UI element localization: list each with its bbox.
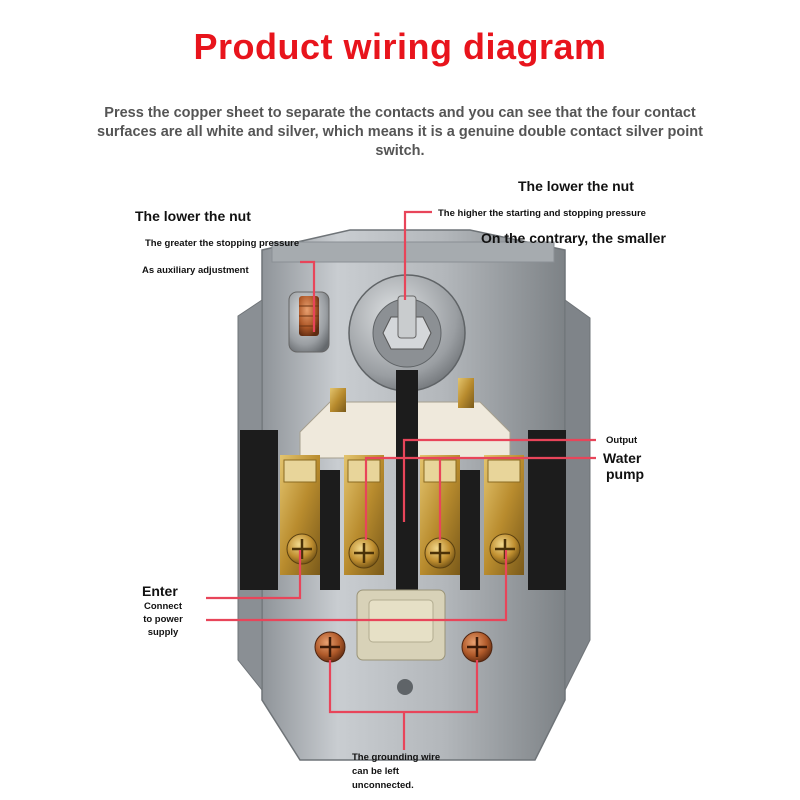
- power-label-line3: supply: [147, 627, 179, 638]
- terminal-screw-1: [286, 533, 318, 565]
- ground-label-line2: can be left: [352, 766, 399, 777]
- right-nut-effect: The higher the starting and stopping pre…: [438, 208, 646, 219]
- terminal-screw-3: [424, 537, 456, 569]
- right-nut-title: The lower the nut: [518, 178, 634, 194]
- left-nut-role: As auxiliary adjustment: [142, 265, 249, 276]
- diagram-description: Press the copper sheet to separate the c…: [97, 105, 703, 159]
- left-nut-effect: The greater the stopping pressure: [145, 238, 300, 249]
- output-label: Output: [606, 435, 638, 446]
- ground-screw-right: [461, 631, 493, 663]
- contact-carrier: [299, 370, 511, 610]
- leader-lines: [206, 210, 596, 750]
- water-pump-label-line2: pump: [606, 466, 645, 482]
- ground-label-line3: unconnected.: [352, 780, 414, 791]
- right-nut-contrary: On the contrary, the smaller: [481, 230, 666, 246]
- terminal-screw-2: [348, 537, 380, 569]
- water-pump-label-line1: Water: [603, 450, 642, 466]
- ground-screw-left: [314, 631, 346, 663]
- power-label-line2: to power: [143, 614, 183, 625]
- auxiliary-adjustment-nut: [288, 291, 330, 353]
- main-pressure-nut: [348, 274, 466, 392]
- switch-housing: [237, 229, 591, 761]
- terminal-screw-4: [489, 533, 521, 565]
- diagram-title: Product wiring diagram: [193, 26, 607, 67]
- left-nut-title: The lower the nut: [135, 208, 251, 224]
- ground-label-line1: The grounding wire: [352, 752, 441, 763]
- power-label-line1: Connect: [144, 601, 182, 612]
- enter-label: Enter: [142, 583, 178, 599]
